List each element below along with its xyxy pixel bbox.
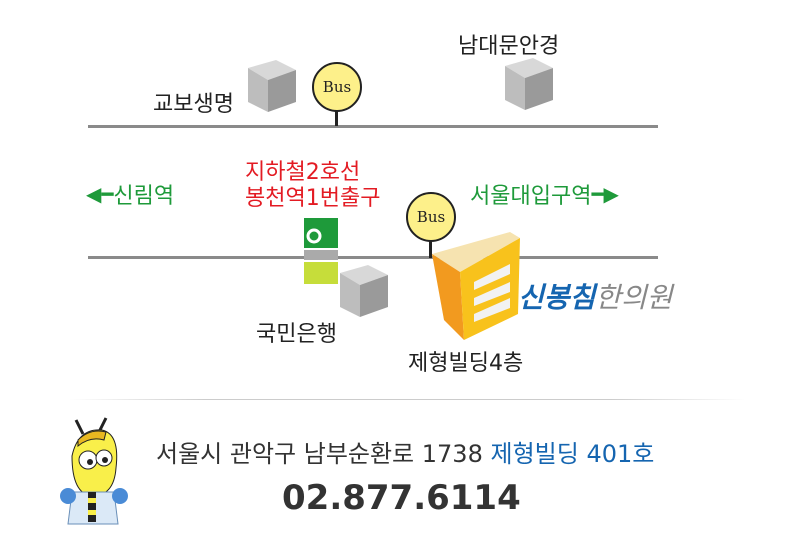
divider <box>70 399 746 400</box>
address: 서울시 관악구 남부순환로 1738 제형빌딩 401호 <box>156 440 655 468</box>
subway-label: 지하철2호선 봉천역1번출구 <box>245 160 381 211</box>
direction-right: 서울대입구역━▶ <box>470 182 619 209</box>
road-upper <box>88 125 658 128</box>
arrow-right-icon: ━▶ <box>591 182 619 206</box>
bus-stop-pole <box>429 238 432 258</box>
label-kyobo: 교보생명 <box>153 92 234 117</box>
bus-stop-pole <box>335 108 338 126</box>
direction-left: ◀━신림역 <box>86 182 175 209</box>
bus-stop-icon: Bus <box>312 62 362 112</box>
subway-exit-icon <box>304 218 338 284</box>
label-kookmin: 국민은행 <box>256 322 337 347</box>
clinic-building-icon <box>432 232 520 340</box>
phone-number[interactable]: 02.877.6114 <box>282 478 521 518</box>
building-icon <box>505 58 553 110</box>
clinic-logo: 신봉침한의원 <box>518 281 673 314</box>
arrow-left-icon: ◀━ <box>86 182 114 206</box>
road-lower <box>88 256 658 259</box>
building-icon <box>248 60 296 112</box>
label-namdaemun: 남대문안경 <box>458 34 560 59</box>
building-icon <box>340 265 388 317</box>
label-building: 제형빌딩4층 <box>408 351 524 376</box>
bus-stop-icon: Bus <box>406 192 456 242</box>
bee-mascot-icon <box>60 417 128 525</box>
